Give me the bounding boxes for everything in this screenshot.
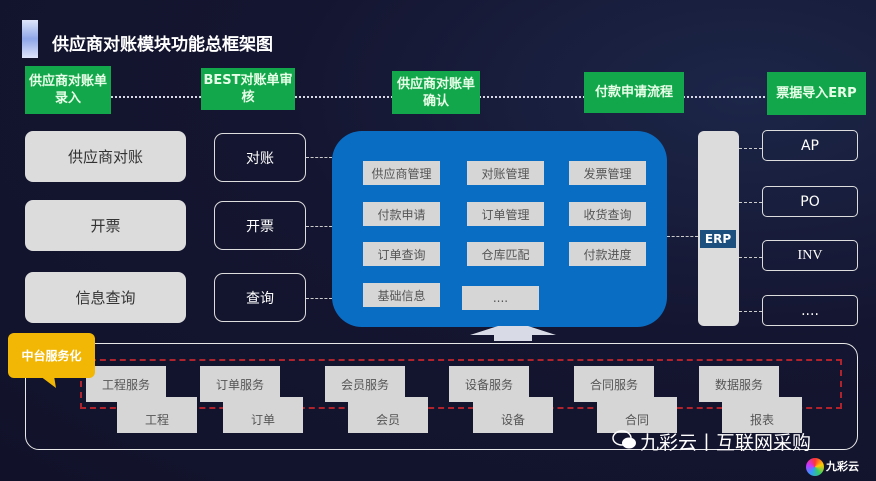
- middle-platform-label: 中台服务化: [8, 333, 95, 378]
- module-order-query: 订单查询: [363, 242, 440, 266]
- mid-item-reconcile: 对账: [214, 133, 306, 182]
- module-receipt-query: 收货查询: [569, 202, 646, 226]
- services-dashed-outline: [80, 359, 842, 409]
- step-2: BEST对账单审核: [201, 68, 295, 110]
- module-reconcile: 对账管理: [467, 161, 544, 185]
- erp-column: [698, 131, 739, 326]
- module-warehouse-match: 仓库匹配: [467, 242, 544, 266]
- step-4: 付款申请流程: [584, 72, 684, 113]
- watermark-text: 九彩云丨互联网采购: [640, 432, 812, 454]
- erp-item-po: PO: [762, 186, 858, 217]
- erp-item-ap: AP: [762, 130, 858, 161]
- connector: [739, 202, 762, 203]
- service-base-contract: 合同: [597, 397, 677, 433]
- service-order: 订单服务: [200, 366, 280, 402]
- service-base-equipment: 设备: [473, 397, 553, 433]
- middle-platform-container: [25, 343, 858, 450]
- left-item-invoicing: 开票: [25, 200, 186, 251]
- module-more: ....: [462, 286, 539, 310]
- step-1: 供应商对账单录入: [25, 66, 111, 114]
- module-payment-request: 付款申请: [363, 202, 440, 226]
- service-engineering: 工程服务: [86, 366, 166, 402]
- up-arrow-icon: [470, 326, 556, 341]
- service-base-order: 订单: [223, 397, 303, 433]
- connector: [739, 148, 762, 149]
- erp-item-inv: INV: [762, 240, 858, 271]
- service-member: 会员服务: [325, 366, 405, 402]
- service-base-engineering: 工程: [117, 397, 197, 433]
- connector: [306, 298, 332, 299]
- service-equipment: 设备服务: [449, 366, 529, 402]
- left-item-info-query: 信息查询: [25, 272, 186, 323]
- connector: [306, 157, 332, 158]
- callout-pointer: [40, 376, 56, 388]
- left-item-reconciliation: 供应商对账: [25, 131, 186, 182]
- step-3: 供应商对账单确认: [392, 71, 480, 114]
- connector: [739, 311, 762, 312]
- module-basic-info: 基础信息: [363, 283, 440, 307]
- logo-text: 九彩云: [826, 460, 859, 473]
- mid-item-query: 查询: [214, 273, 306, 322]
- step-5: 票据导入ERP: [767, 72, 866, 115]
- service-base-report: 报表: [722, 397, 802, 433]
- connector: [306, 226, 332, 227]
- page-title: 供应商对账模块功能总框架图: [52, 35, 273, 55]
- erp-item-more: ....: [762, 295, 858, 326]
- service-base-member: 会员: [348, 397, 428, 433]
- module-invoice: 发票管理: [569, 161, 646, 185]
- logo-icon: [806, 458, 824, 476]
- service-contract: 合同服务: [574, 366, 654, 402]
- title-accent-bar: [22, 20, 38, 58]
- module-supplier: 供应商管理: [363, 161, 440, 185]
- module-payment-progress: 付款进度: [569, 242, 646, 266]
- erp-label: ERP: [700, 230, 736, 248]
- module-order: 订单管理: [467, 202, 544, 226]
- connector: [739, 257, 762, 258]
- service-data: 数据服务: [699, 366, 779, 402]
- wechat-icon: [612, 430, 636, 449]
- mid-item-invoice: 开票: [214, 201, 306, 250]
- connector: [667, 236, 698, 237]
